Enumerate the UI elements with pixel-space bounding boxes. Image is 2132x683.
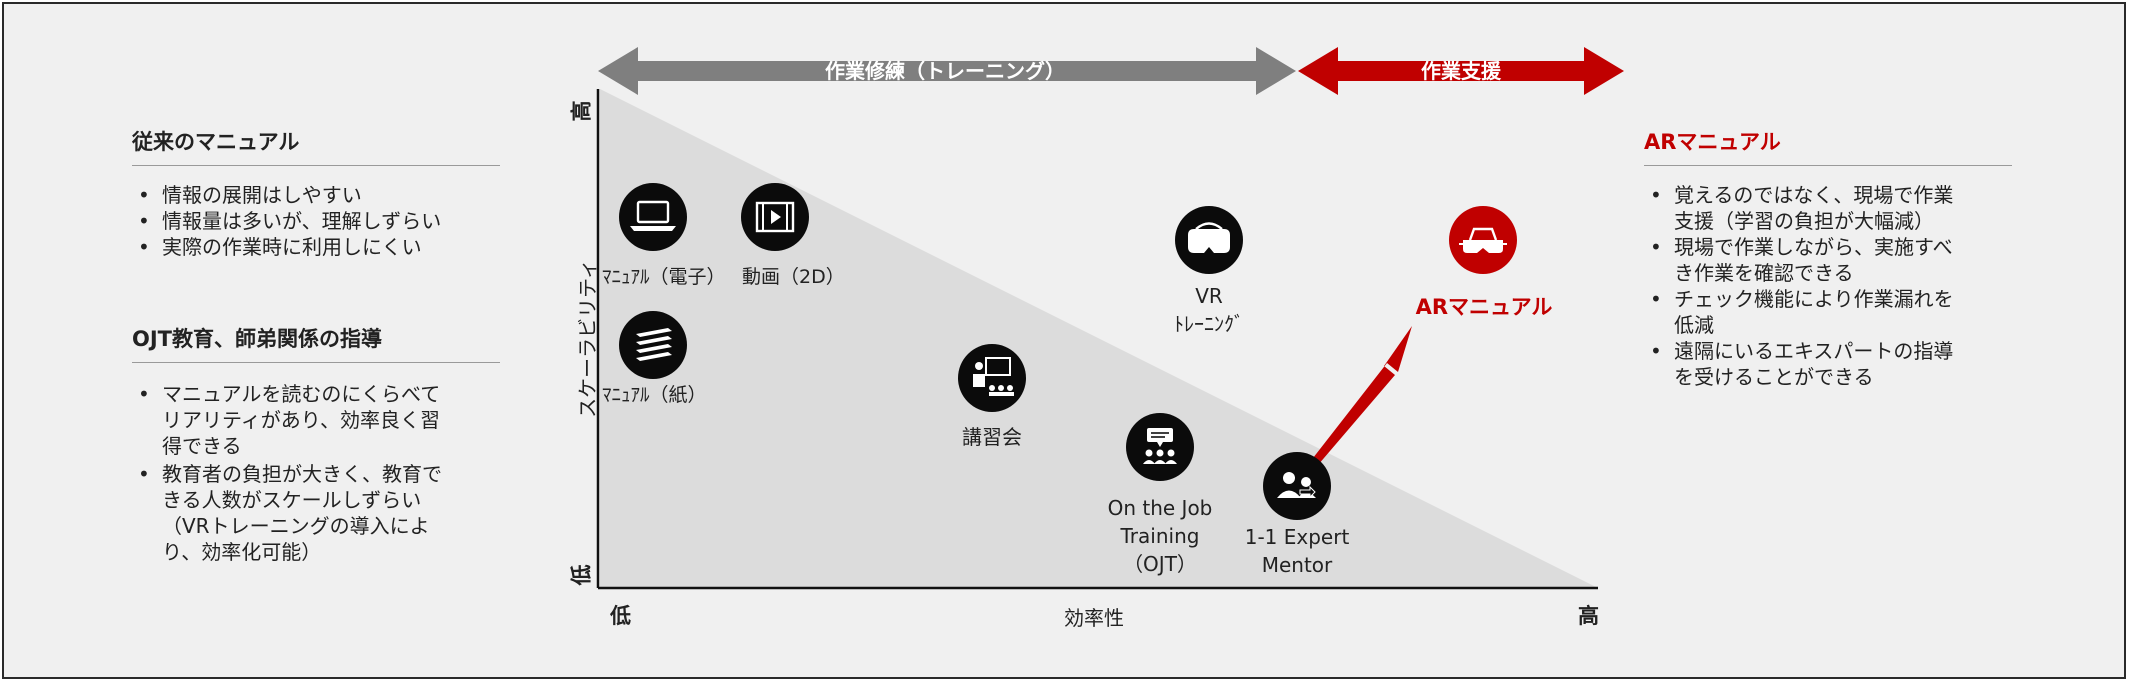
bullet-item: 実際の作業時に利用しにくい (132, 234, 512, 260)
bullet-item: チェック機能により作業漏れを 低減 (1644, 286, 2044, 338)
node-label-seminar: 講習会 (962, 425, 1022, 449)
film-icon (741, 183, 809, 251)
legacy-manual-title: 従来のマニュアル (132, 130, 300, 154)
divider (132, 165, 500, 166)
legacy-manual-bullets: 情報の展開はしやすい 情報量は多いが、理解しずらい 実際の作業時に利用しにくい (132, 182, 512, 260)
divider (132, 362, 500, 363)
bullet-item: 現場で作業しながら、実施すべ き作業を確認できる (1644, 234, 2044, 286)
y-axis-label: スケーラビリティ (575, 259, 600, 418)
support-arrow-label: 作業支援 (1421, 59, 1501, 83)
y-axis-low: 低 (569, 564, 594, 586)
books-icon (619, 311, 687, 379)
presentation-icon (958, 344, 1026, 412)
vr-headset-icon (1175, 206, 1243, 274)
x-axis-label: 効率性 (1064, 606, 1124, 630)
mentor-icon (1263, 452, 1331, 520)
divider (1644, 165, 2012, 166)
training-arrow (598, 47, 1296, 95)
ojt-title: OJT教育、師弟関係の指導 (132, 327, 382, 351)
bullet-item: 情報の展開はしやすい (132, 182, 512, 208)
ar-glasses-icon (1449, 206, 1517, 274)
bullet-item: 遠隔にいるエキスパートの指導 を受けることができる (1644, 338, 2044, 390)
node-label-ar-manual: ARマニュアル (1415, 295, 1553, 319)
node-label-ojt: On the Job Training （OJT） (1107, 496, 1213, 576)
ar-manual-bullets: 覚えるのではなく、現場で作業 支援（学習の負担が大幅減） 現場で作業しながら、実… (1644, 182, 2044, 390)
bullet-item: 情報量は多いが、理解しずらい (132, 208, 512, 234)
bullet-item: 覚えるのではなく、現場で作業 支援（学習の負担が大幅減） (1644, 182, 2044, 234)
x-axis-low: 低 (610, 604, 631, 628)
laptop-icon (619, 183, 687, 251)
bullet-item: マニュアルを読むのにくらべて リアリティがあり、効率良く習 得できる (132, 381, 512, 459)
node-label-vr: VR ﾄﾚｰﾆﾝｸﾞ (1174, 284, 1244, 336)
group-chat-icon (1126, 413, 1194, 481)
y-axis-high: 高 (569, 100, 594, 122)
support-arrow (1298, 47, 1624, 95)
ar-manual-title: ARマニュアル (1644, 130, 1781, 154)
scalability-triangle (600, 89, 1596, 587)
node-label-expert-mentor: 1-1 Expert Mentor (1244, 525, 1350, 577)
x-axis-high: 高 (1578, 604, 1599, 628)
diagram-graphics (596, 47, 1624, 590)
ojt-bullets: マニュアルを読むのにくらべて リアリティがあり、効率良く習 得できる 教育者の負… (132, 381, 512, 565)
ar-progress-arrow (1306, 326, 1412, 472)
node-label-manual-digital: ﾏﾆｭｱﾙ（電子） (602, 266, 726, 288)
node-label-video: 動画（2D） (742, 266, 845, 288)
bullet-item: 教育者の負担が大きく、教育で きる人数がスケールしずらい （VRトレーニングの導… (132, 461, 512, 565)
node-label-manual-paper: ﾏﾆｭｱﾙ（紙） (602, 384, 707, 406)
training-arrow-label: 作業修練（トレーニング） (825, 59, 1065, 83)
